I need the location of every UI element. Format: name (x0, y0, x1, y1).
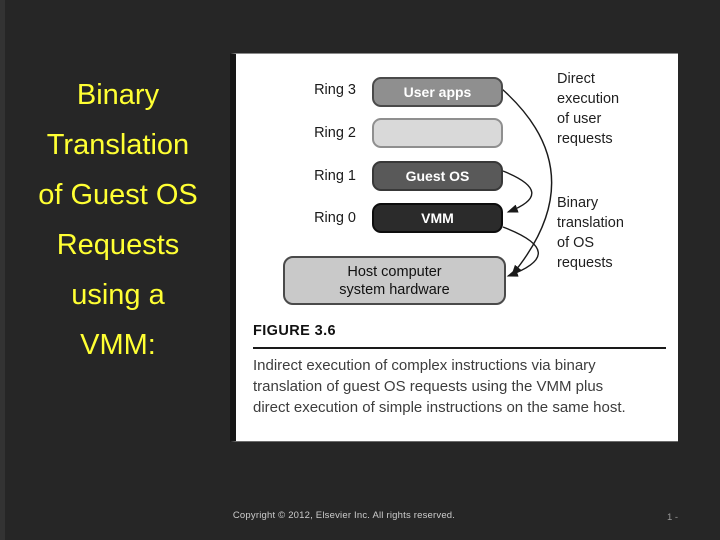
caption-line: direct execution of simple instructions … (253, 399, 626, 416)
title-line: Requests (56, 229, 180, 261)
annotation-line: Direct (557, 71, 595, 87)
title-line: Binary (76, 79, 160, 111)
figure-caption: Indirect execution of complex instructio… (253, 355, 673, 418)
page-number: 1 - (667, 512, 679, 523)
title-line: Translation (46, 129, 190, 161)
copyright-notice: Copyright © 2012, Elsevier Inc. All righ… (232, 510, 456, 521)
ring2-label: Ring 2 (314, 125, 356, 141)
arrows-layer (501, 88, 553, 277)
figure-rule (253, 347, 666, 349)
ring1-label: Ring 1 (314, 168, 356, 184)
guest-os-box: Guest OS (372, 161, 503, 191)
slide-left-edge (0, 0, 5, 540)
direct-execution-arrow (501, 88, 553, 277)
annotation-line: of OS (557, 235, 595, 251)
title-line: VMM: (80, 329, 156, 361)
vmm-box: VMM (372, 203, 503, 233)
annotation-line: Binary (557, 195, 599, 211)
host-box-line1: Host computer (347, 263, 442, 280)
annotation-line: requests (557, 131, 613, 147)
host-hardware-box: Host computer system hardware (283, 256, 506, 305)
host-box-line2: system hardware (339, 281, 450, 298)
ring0-label: Ring 0 (314, 210, 356, 226)
user-apps-box: User apps (372, 77, 503, 107)
annotation-line: translation (557, 215, 624, 231)
title-line: using a (71, 279, 165, 311)
figure-panel: Ring 3 Ring 2 Ring 1 Ring 0 User apps Gu… (230, 53, 678, 442)
figure-number-label: FIGURE 3.6 (253, 323, 336, 339)
caption-line: translation of guest OS requests using t… (253, 378, 604, 395)
caption-line: Indirect execution of complex instructio… (253, 357, 596, 374)
annotation-line: execution (557, 91, 620, 107)
direct-execution-annotation: Direct execution of user requests (557, 69, 619, 149)
annotation-line: of user (557, 111, 602, 127)
ring3-label: Ring 3 (314, 82, 356, 98)
title-line: of Guest OS (38, 179, 198, 211)
ring2-empty-box (372, 118, 503, 148)
slide-title: Binary Translation of Guest OS Requests … (4, 70, 232, 370)
binary-translation-arrow-guestos-to-vmm (502, 170, 533, 213)
binary-translation-arrow-vmm-to-host (502, 226, 539, 277)
annotation-line: requests (557, 255, 613, 271)
binary-translation-annotation: Binary translation of OS requests (557, 193, 624, 273)
